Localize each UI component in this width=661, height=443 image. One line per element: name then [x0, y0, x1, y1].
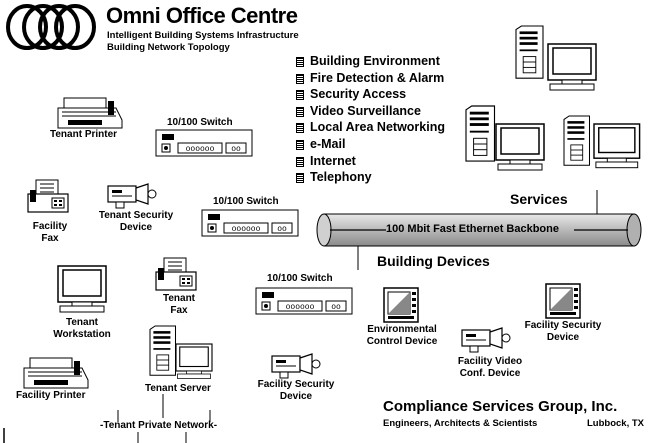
facility-security-center-label-line1: Facility Security: [257, 379, 335, 390]
tenant-fax-label-line1: Tenant: [162, 293, 196, 304]
tenant-security-device-label: Tenant Security Device: [92, 210, 180, 234]
tenant-printer-label: Tenant Printer: [50, 129, 118, 140]
network-links: [117, 190, 598, 443]
facility-fax-label-line2: Fax: [41, 233, 59, 244]
facility-fax-icon: [27, 179, 69, 213]
facility-printer-label: Facility Printer: [16, 390, 86, 401]
omni-logo: [6, 4, 96, 50]
ethernet-backbone: [316, 213, 642, 247]
tenant-fax-label-line2: Fax: [170, 305, 188, 316]
facility-video-conf-label-line2: Conf. Device: [459, 368, 521, 379]
video-conf-camera-icon: [461, 327, 511, 353]
facility-video-conf-label-line1: Facility Video: [457, 356, 523, 367]
facility-fax-label-line1: Facility: [32, 221, 68, 232]
tenant-server-icon: [149, 325, 213, 380]
facility-security-camera-icon: [271, 353, 321, 379]
facility-security-right-label-line1: Facility Security: [524, 320, 602, 331]
environmental-control-icon: [383, 287, 419, 323]
subtitle-infrastructure: Intelligent Building Systems Infrastruct…: [107, 30, 299, 41]
environmental-control-device-label: Environmental Control Device: [362, 324, 442, 348]
environmental-control-label-line1: Environmental: [367, 324, 437, 335]
facility-security-right-label-line2: Device: [546, 332, 580, 343]
switch-middle-label: 10/100 Switch: [213, 196, 279, 207]
service-item: Local Area Networking: [296, 119, 445, 136]
tenant-security-camera-icon: [107, 183, 157, 209]
company-location: Lubbock, TX: [587, 418, 644, 429]
tenant-private-network-label: -Tenant Private Network-: [100, 420, 218, 431]
tenant-workstation-icon: [57, 265, 107, 313]
facility-printer-icon: [23, 357, 89, 389]
building-devices-label: Building Devices: [377, 253, 490, 269]
switch-bottom-label: 10/100 Switch: [267, 273, 333, 284]
service-item: Building Environment: [296, 53, 445, 70]
company-name: Compliance Services Group, Inc.: [383, 398, 618, 415]
facility-video-conf-device-label: Facility Video Conf. Device: [450, 356, 530, 380]
switch-bottom: [255, 287, 353, 315]
environmental-control-label-line2: Control Device: [366, 336, 438, 347]
tenant-server-label: Tenant Server: [145, 383, 211, 394]
service-item: Telephony: [296, 169, 445, 186]
page-title: Omni Office Centre: [106, 3, 298, 28]
services-label: Services: [510, 191, 568, 207]
service-item: Fire Detection & Alarm: [296, 70, 445, 87]
facility-security-device-center-label: Facility Security Device: [252, 379, 340, 403]
company-tagline: Engineers, Architects & Scientists: [383, 418, 538, 429]
tenant-security-device-label-line1: Tenant Security: [98, 210, 174, 221]
switch-top: [155, 129, 253, 157]
tenant-fax-icon: [155, 257, 197, 291]
switch-middle: [201, 209, 299, 237]
service-item: e-Mail: [296, 136, 445, 153]
service-item: Internet: [296, 153, 445, 170]
tenant-workstation-label-line1: Tenant: [65, 317, 99, 328]
subtitle-topology: Building Network Topology: [107, 42, 230, 53]
backbone-label: 100 Mbit Fast Ethernet Backbone: [386, 223, 559, 235]
facility-security-device-right-label: Facility Security Device: [520, 320, 606, 344]
facility-security-center-label-line2: Device: [279, 391, 313, 402]
tenant-printer-icon: [57, 97, 123, 129]
facility-fax-label: Facility Fax: [28, 221, 72, 245]
services-servers-icon: [465, 25, 641, 171]
tenant-workstation-label-line2: Workstation: [53, 329, 111, 340]
tenant-workstation-label: Tenant Workstation: [46, 317, 118, 341]
tenant-security-device-label-line2: Device: [119, 222, 153, 233]
tenant-fax-label: Tenant Fax: [156, 293, 202, 317]
service-item: Security Access: [296, 86, 445, 103]
service-item: Video Surveillance: [296, 103, 445, 120]
facility-security-panel-icon: [545, 283, 581, 319]
switch-top-label: 10/100 Switch: [167, 117, 233, 128]
